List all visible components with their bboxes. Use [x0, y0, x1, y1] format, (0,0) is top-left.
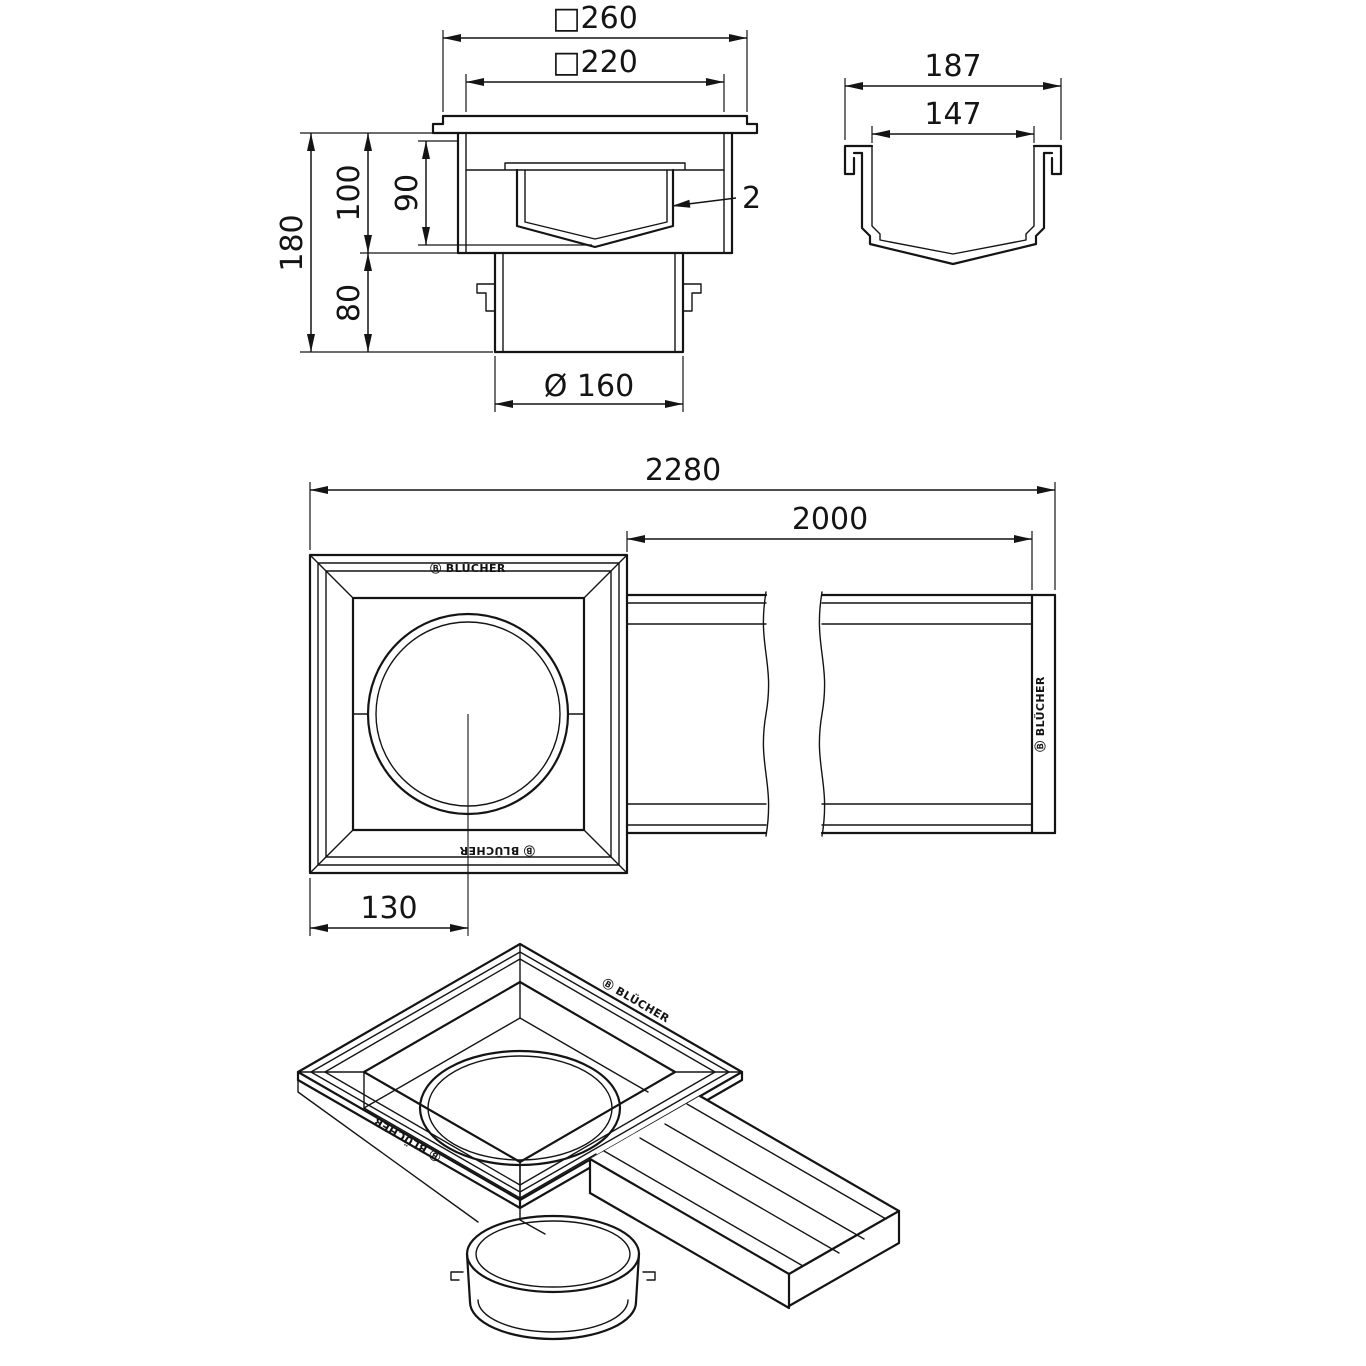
dim-offset-130: 130: [360, 891, 417, 926]
front-view-part: [431, 114, 759, 354]
dim-height-100: 100: [332, 164, 367, 221]
dim-width-147: 147: [924, 97, 981, 132]
plan-view-dimensions: 2280 2000 130: [309, 453, 1056, 936]
iso-channel: [588, 1094, 901, 1310]
iso-outlet-pipe: [450, 1214, 656, 1341]
dim-height-180: 180: [275, 214, 310, 271]
dim-width-187: 187: [924, 49, 981, 84]
dim-depth-90: 90: [390, 174, 425, 212]
section-view-part: [843, 144, 1063, 266]
dim-inner-square-220: □220: [552, 45, 638, 80]
dim-length-2000: 2000: [792, 502, 868, 537]
section-view: 187 147: [843, 49, 1063, 266]
section-view-dimensions: 187 147: [844, 49, 1062, 143]
brand-logo-plan-endcap: Ⓑ BLÜCHER: [1033, 676, 1047, 752]
front-view-dimensions: □260 □220 180 100 90 80 2 Ø 160: [275, 1, 761, 412]
front-view: □260 □220 180 100 90 80 2 Ø 160: [275, 1, 761, 412]
isometric-view: Ⓑ BLÜCHER Ⓑ BLÜCHER: [296, 942, 901, 1341]
dim-length-2280: 2280: [645, 453, 721, 488]
plan-view-part: Ⓑ BLÜCHER Ⓑ BLÜCHER Ⓑ BLÜCHER: [308, 553, 1057, 936]
dim-height-80: 80: [332, 284, 367, 322]
brand-logo-iso-left: Ⓑ BLÜCHER: [371, 1114, 444, 1164]
plan-view: Ⓑ BLÜCHER Ⓑ BLÜCHER Ⓑ BLÜCHER 2280 2000 …: [308, 453, 1057, 936]
brand-logo-plan-top: Ⓑ BLÜCHER: [430, 561, 506, 575]
dim-thickness-2: 2: [742, 181, 761, 216]
brand-logo-plan-bottom: Ⓑ BLÜCHER: [459, 844, 535, 858]
dim-outer-square-260: □260: [552, 1, 638, 36]
dim-outlet-dia-160: Ø 160: [544, 369, 634, 404]
